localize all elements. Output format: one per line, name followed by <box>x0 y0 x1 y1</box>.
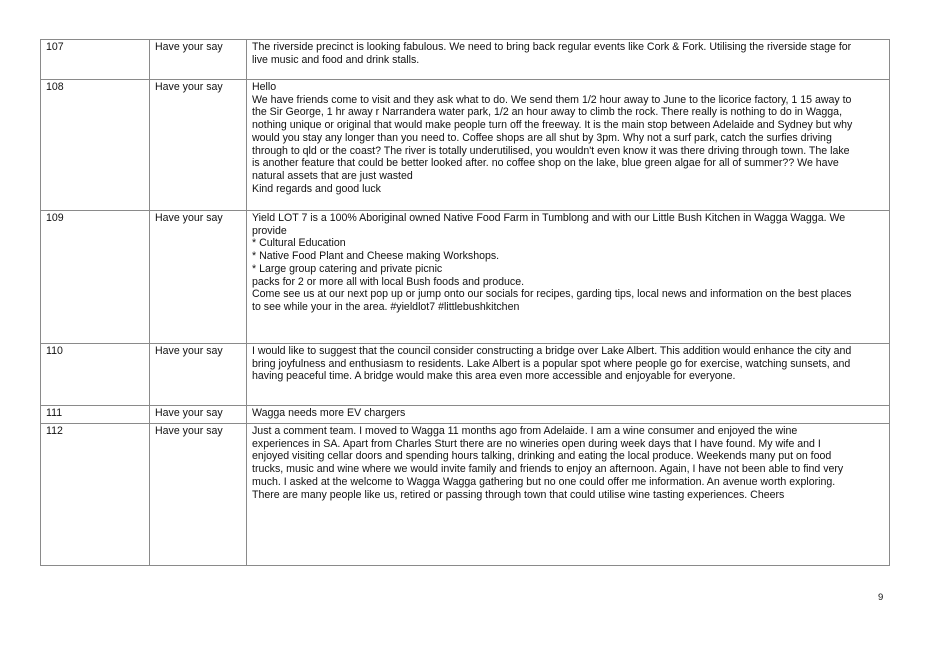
submission-id-cell: 109 <box>40 210 150 344</box>
comment-line: Yield LOT 7 is a 100% Aboriginal owned N… <box>252 212 846 224</box>
comment-line: * Native Food Plant and Cheese making Wo… <box>252 250 500 263</box>
submission-comment-cell: Yield LOT 7 is a 100% Aboriginal owned N… <box>246 210 890 344</box>
comment-line: through to qld or the coast? The river i… <box>252 144 850 157</box>
comment-line: nothing unique or original that would ma… <box>252 119 853 132</box>
comment-line: natural assets that are just wasted <box>252 169 413 182</box>
comment-line: much. I asked at the welcome to Wagga Wa… <box>252 475 836 488</box>
comment-line: is another feature that could be better … <box>252 157 839 170</box>
comment-line: We have friends come to visit and they a… <box>252 93 852 106</box>
comment-line: Come see us at our next pop up or jump o… <box>252 288 852 301</box>
comment-line: having peaceful time. A bridge would mak… <box>252 370 736 383</box>
comment-line: trucks, music and wine where we would in… <box>252 463 844 476</box>
submission-comment-cell: Wagga needs more EV chargers <box>246 405 890 424</box>
comment-line: There are many people like us, retired o… <box>252 488 785 501</box>
submission-type-cell: Have your say <box>149 39 247 80</box>
comment-line: Just a comment team. I moved to Wagga 11… <box>252 425 798 437</box>
submission-id-cell: 112 <box>40 423 150 566</box>
comment-line: bring joyfulness and enthusiasm to resid… <box>252 357 851 370</box>
comment-line: the Sir George, 1 hr away r Narrandera w… <box>252 106 843 119</box>
comment-line: to see while your in the area. #yieldlot… <box>252 300 520 313</box>
submission-id-cell: 111 <box>40 405 150 424</box>
comment-line: The riverside precinct is looking fabulo… <box>252 41 852 53</box>
comment-line: live music and food and drink stalls. <box>252 53 420 66</box>
submission-type-cell: Have your say <box>149 79 247 211</box>
page-number: 9 <box>878 592 884 603</box>
submission-id-cell: 107 <box>40 39 150 80</box>
comment-line: provide <box>252 224 287 237</box>
submission-id-cell: 108 <box>40 79 150 211</box>
submission-type-cell: Have your say <box>149 210 247 344</box>
comment-line: Kind regards and good luck <box>252 182 381 195</box>
comment-line: * Cultural Education <box>252 237 346 250</box>
comment-line: experiences in SA. Apart from Charles St… <box>252 437 821 450</box>
comment-line: * Large group catering and private picni… <box>252 262 443 275</box>
submission-type-cell: Have your say <box>149 405 247 424</box>
submission-comment-cell: Just a comment team. I moved to Wagga 11… <box>246 423 890 566</box>
comment-line: I would like to suggest that the council… <box>252 345 852 357</box>
submission-type-cell: Have your say <box>149 423 247 566</box>
submission-type-cell: Have your say <box>149 343 247 406</box>
comment-line: Hello <box>252 81 277 93</box>
comment-line: enjoyed visiting cellar doors and spendi… <box>252 450 832 463</box>
comment-line: Wagga needs more EV chargers <box>252 407 406 419</box>
comment-line: would you stay any longer than you need … <box>252 131 832 144</box>
submission-comment-cell: The riverside precinct is looking fabulo… <box>246 39 890 80</box>
submission-comment-cell: I would like to suggest that the council… <box>246 343 890 406</box>
submission-id-cell: 110 <box>40 343 150 406</box>
comment-line: packs for 2 or more all with local Bush … <box>252 275 525 288</box>
